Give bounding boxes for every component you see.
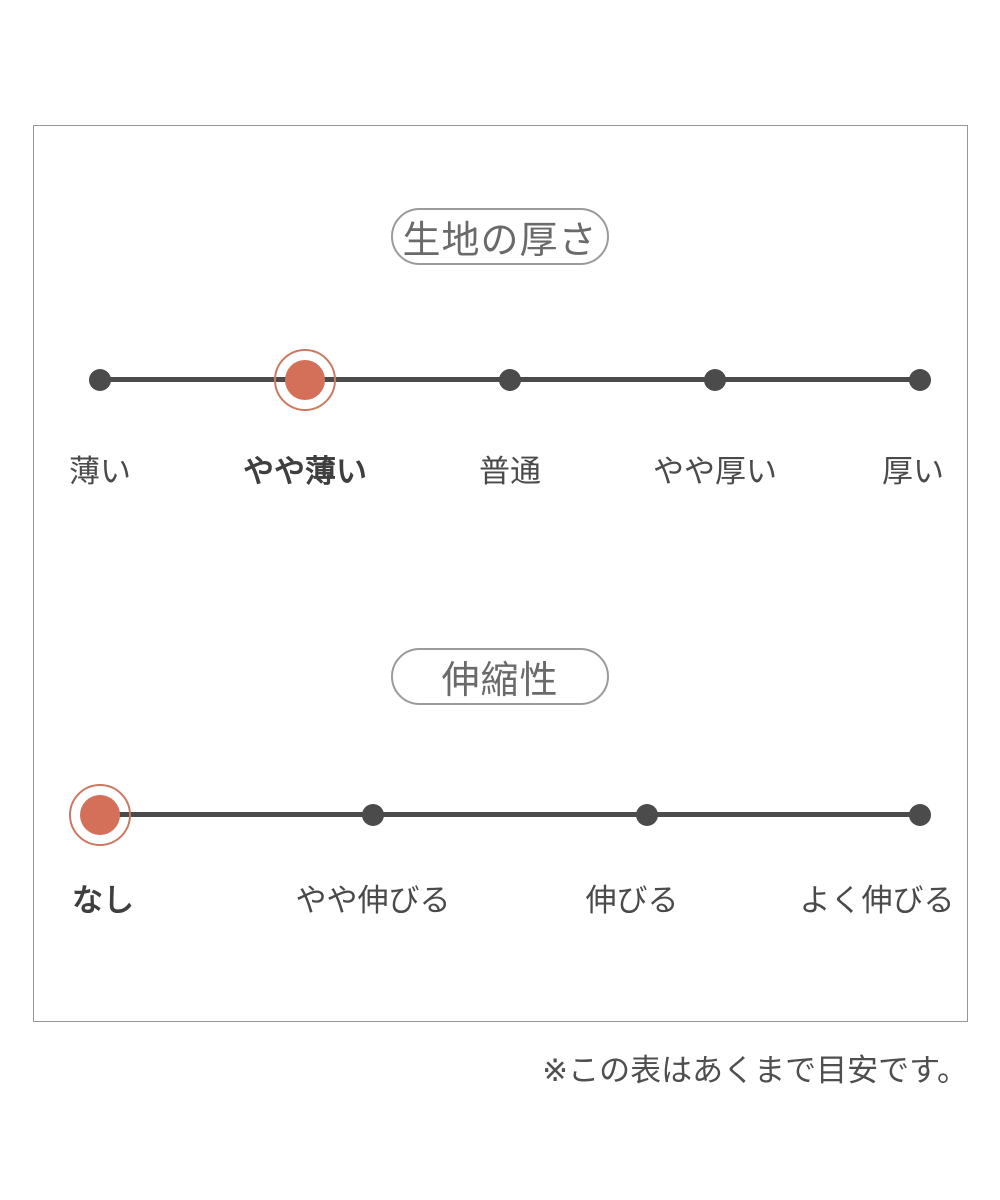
thickness-title: 生地の厚さ	[402, 218, 598, 262]
thickness-label-somewhat-thick: やや厚い	[653, 454, 777, 490]
thickness-label-somewhat-thin: やや薄い	[243, 454, 367, 490]
thickness-label-thin: 薄い	[69, 454, 131, 490]
thickness-dot-3	[499, 369, 521, 391]
thickness-dot-2-selected	[285, 360, 325, 400]
stretch-label-very-stretchy: よく伸びる	[799, 883, 955, 919]
thickness-title-pill: 生地の厚さ	[391, 208, 609, 265]
chart-frame	[33, 125, 968, 1022]
stretch-title-pill: 伸縮性	[391, 648, 609, 705]
stretch-label-stretches: 伸びる	[585, 883, 679, 919]
stretch-title: 伸縮性	[441, 658, 559, 702]
thickness-label-thick: 厚い	[882, 454, 944, 490]
stretch-label-none: なし	[72, 883, 134, 919]
thickness-dot-4	[704, 369, 726, 391]
stretch-dot-2	[362, 804, 384, 826]
thickness-label-normal: 普通	[479, 454, 541, 490]
thickness-dot-1	[89, 369, 111, 391]
stretch-dot-3	[636, 804, 658, 826]
stretch-dot-4	[909, 804, 931, 826]
stretch-dot-1-selected	[80, 795, 120, 835]
thickness-dot-5	[909, 369, 931, 391]
stretch-scale-track	[100, 812, 920, 817]
stretch-label-somewhat: やや伸びる	[295, 883, 451, 919]
disclaimer-note: ※この表はあくまで目安です。	[542, 1053, 968, 1089]
